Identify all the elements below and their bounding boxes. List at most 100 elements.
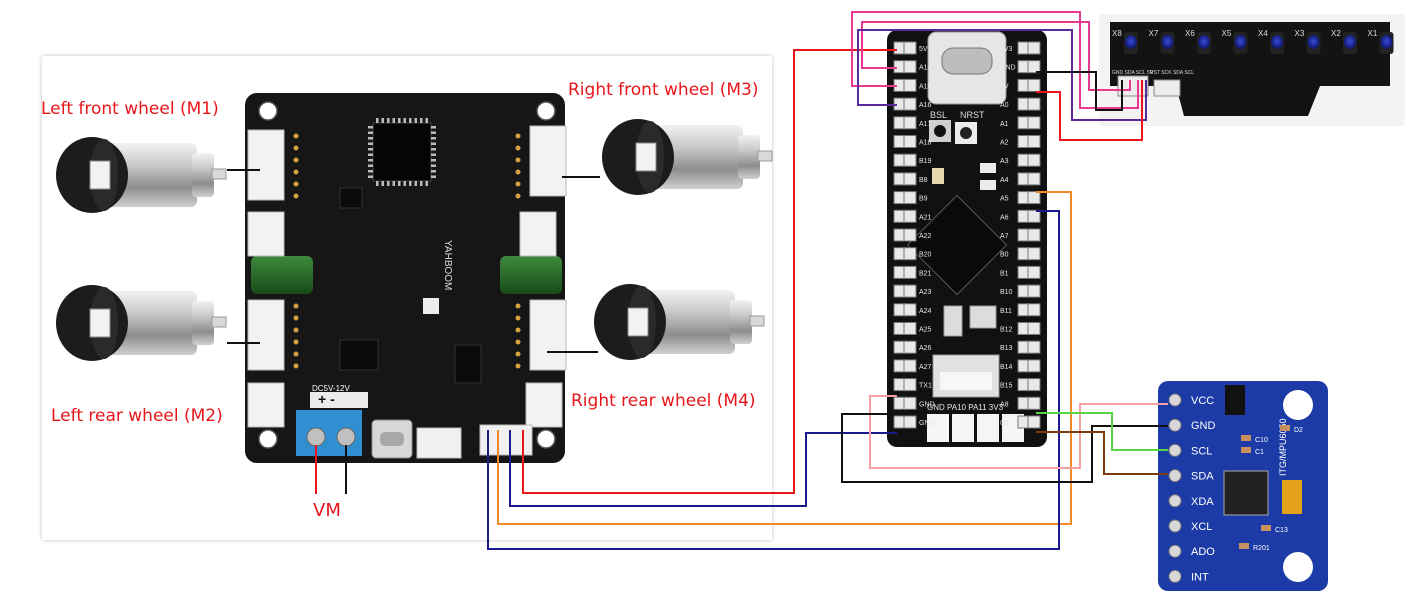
stm32-left-pin-inner (903, 135, 917, 148)
mpu-pin (1168, 544, 1182, 558)
mpu-component-label: D2 (1294, 427, 1303, 434)
mpu-component-label: C1 (1255, 449, 1264, 456)
label-vm: VM (313, 500, 341, 521)
stm32-left-pin-label: B20 (919, 252, 932, 259)
stm32-left-pin-inner (903, 60, 917, 74)
stm32-left-pin-label: A23 (919, 289, 932, 296)
wire-black-sensor-gnd (1036, 71, 1123, 111)
stm32-bottom-pins-label: GND PA10 PA11 3V3 (927, 403, 1004, 412)
motor-m4 (594, 284, 765, 360)
mpu-pin-label: XDA (1191, 496, 1214, 508)
wire-green-scl (1036, 412, 1168, 451)
stm32-right-pin-inner (1027, 60, 1041, 74)
label-right-front-wheel: Right front wheel (M3) (568, 80, 759, 100)
motor-m1 (56, 137, 227, 213)
stm32-left-pin-label: B19 (919, 158, 932, 165)
label-right-rear-wheel: Right rear wheel (M4) (571, 391, 756, 411)
stm32-right-pin-inner (1027, 116, 1041, 130)
stm32-right-pin-label: B10 (1000, 289, 1013, 296)
stm32-right-pin-label: G11 (1000, 420, 1013, 427)
stm32-right-pin-inner (1027, 172, 1041, 186)
stm32-left-pin-inner (903, 415, 917, 429)
motor-driver-board: YAHBOOM DC5V-12V + - (245, 93, 567, 463)
connector-m1 (247, 129, 285, 201)
mpu-pin (1168, 393, 1182, 407)
stm32-left-pin-inner (903, 41, 917, 55)
stm32-right-pin-inner (1027, 265, 1041, 279)
wire-red-sensor-5v (1036, 80, 1143, 141)
stm32-left-pin-inner (903, 340, 917, 354)
stm32-right-pin-inner (1027, 97, 1041, 111)
stm32-left-pin-inner (903, 322, 917, 335)
mpu-component-label: R201 (1253, 545, 1270, 552)
svg-text:+ -: + - (318, 391, 335, 407)
stm32-left-pin-label: GND (919, 401, 935, 408)
stm32-right-pin-label: A3 (1000, 158, 1009, 165)
connector-m2 (247, 299, 285, 371)
bsl-label: BSL (930, 110, 947, 120)
stm32-right-pin-inner (1027, 228, 1041, 242)
stm32-left-pin-inner (903, 153, 917, 167)
stm32-left-pin-inner (903, 247, 917, 261)
sensor-channel-label: X1 (1368, 29, 1378, 38)
stm32-right-pin-label: B11 (1000, 308, 1012, 315)
stm32-right-pin-inner (1027, 340, 1041, 354)
nrst-label: NRST (960, 110, 985, 120)
stm32-left-pin-label: B21 (919, 270, 932, 277)
wire-black-gnd (841, 413, 1168, 483)
mpu-component-label: C10 (1255, 437, 1268, 444)
stm32-left-pin-label: A14 (919, 65, 932, 72)
motor-m2 (56, 285, 227, 361)
stm32-right-pin-label: B12 (1000, 327, 1013, 334)
sensor-emitter-icon (1344, 35, 1356, 49)
stm32-left-pin-label: B8 (919, 177, 928, 184)
stm32-right-pin-inner (1027, 322, 1041, 335)
sensor-emitter-icon (1271, 35, 1283, 49)
stm32-left-pin-label: A18 (919, 140, 932, 147)
stm32-left-pin-label: A21 (919, 214, 932, 221)
stm32-right-pin-label: A6 (1000, 214, 1009, 221)
motor-m3 (602, 119, 773, 195)
stm32-right-pin-label: A1 (1000, 121, 1009, 128)
connector-m3-power (519, 211, 557, 257)
stm32-left-pin-label: B9 (919, 196, 928, 203)
label-left-rear-wheel: Left rear wheel (M2) (51, 406, 223, 426)
stm32-left-pin-label: GND (919, 420, 935, 427)
motors-group (56, 119, 773, 361)
stm32-left-pin-inner (903, 303, 917, 317)
stm32-right-pin-inner (1027, 135, 1041, 148)
stm32-right-pin-label: A0 (1000, 102, 1009, 109)
sensor-emitter-icon (1380, 35, 1393, 49)
mpu-component-label: C13 (1275, 527, 1288, 534)
stm32-left-pin-inner (903, 359, 917, 373)
stm32-left-pin-label: A26 (919, 345, 932, 352)
wire-navy-gnd (509, 430, 897, 507)
sensor-channel-label: X8 (1112, 29, 1122, 38)
connector-m2-power (247, 382, 285, 428)
stm32-right-pin-inner (1027, 153, 1041, 167)
stm32-right-pin-label: B1 (1000, 270, 1009, 277)
sensor-header-label: GND SDA SCL 5V (1112, 70, 1154, 76)
connector-m1-power (247, 211, 285, 257)
stm32-board: BSL NRST GND PA10 PA11 3V3 5VA14A15A16A1… (887, 30, 1047, 447)
stm32-right-pin-label: B15 (1000, 383, 1013, 390)
stm32-left-pin-label: A16 (919, 102, 932, 109)
stm32-right-pin-inner (1027, 284, 1041, 298)
stm32-left-pin-label: A27 (919, 364, 932, 371)
stm32-left-pin-inner (903, 116, 917, 130)
stm32-right-pin-label: 3V3 (1000, 46, 1013, 53)
mpu-pin-label: SCL (1191, 445, 1212, 457)
stm32-left-pin-label: A17 (919, 121, 932, 128)
mpu-pin-label: SDA (1191, 471, 1214, 483)
sensor-emitter-icon (1125, 35, 1137, 49)
wire-purple (857, 29, 1147, 121)
mpu-pin-label: VCC (1191, 395, 1214, 407)
mpu-pin-label: ADO (1191, 546, 1215, 558)
sensor-channel-label: X7 (1149, 29, 1159, 38)
stm32-left-pin-inner (903, 378, 917, 392)
label-left-front-wheel: Left front wheel (M1) (41, 99, 219, 119)
sensor-header-label-2: RST SCK SDA SCL (1150, 70, 1194, 76)
sensor-emitter-icon (1161, 35, 1174, 49)
mpu-pin (1168, 443, 1182, 457)
